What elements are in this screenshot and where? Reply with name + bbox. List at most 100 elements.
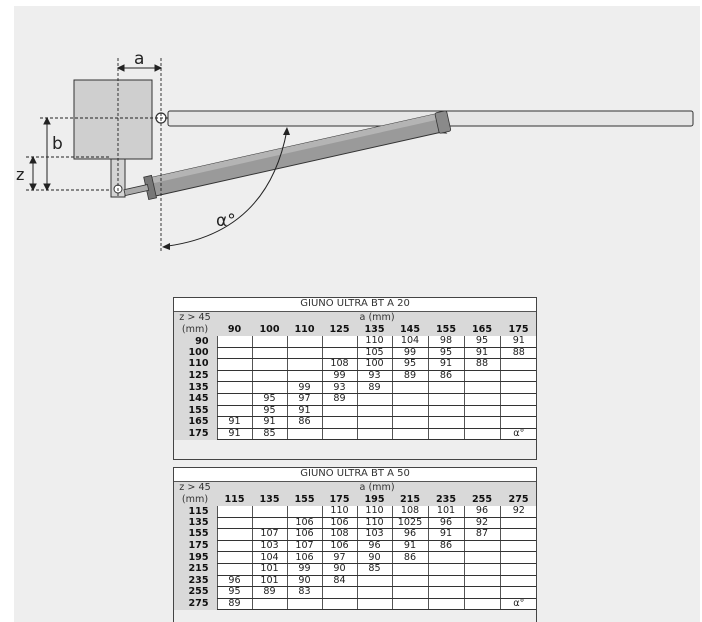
table-cell <box>499 586 538 599</box>
column-header: 115 <box>217 494 252 506</box>
table-cell <box>427 598 464 611</box>
table-cell <box>216 358 252 371</box>
unit-label: (mm) <box>173 494 217 506</box>
a-axis-label: a (mm) <box>217 481 538 494</box>
table-cell <box>463 405 500 418</box>
table-cell <box>321 428 357 441</box>
row-header: 215 <box>183 563 217 576</box>
table-cell <box>286 428 322 441</box>
table-cell: 90 <box>286 575 322 588</box>
table-cell <box>391 575 428 588</box>
table-cell <box>499 358 538 371</box>
table-cell <box>321 405 357 418</box>
table-cell <box>391 586 428 599</box>
table-cell: 103 <box>251 540 287 553</box>
table-cell <box>391 381 428 394</box>
table-cell: 91 <box>391 540 428 553</box>
column-header: 90 <box>217 324 252 336</box>
table-cell <box>286 336 322 348</box>
table-cell <box>251 506 287 518</box>
table-title: GIUNO ULTRA BT A 50 <box>173 467 538 482</box>
table-cell <box>499 551 538 564</box>
table-cell: 88 <box>499 347 538 360</box>
table-cell <box>216 528 252 541</box>
table-cell: 86 <box>286 416 322 429</box>
table-cell: 107 <box>286 540 322 553</box>
table-cell: 106 <box>286 551 322 564</box>
table-cell <box>463 563 500 576</box>
table-cell <box>463 381 500 394</box>
row-header: 255 <box>183 586 217 599</box>
dimension-a <box>116 64 163 72</box>
table-cell <box>356 575 392 588</box>
table-cell: 106 <box>286 528 322 541</box>
angle-arrow-bottom <box>162 243 170 250</box>
table-cell: 91 <box>216 428 252 441</box>
table-cell <box>463 575 500 588</box>
table-cell <box>216 336 252 348</box>
table-cell <box>321 336 357 348</box>
table-cell: 110 <box>356 336 392 348</box>
column-header: 195 <box>357 494 392 506</box>
table-cell <box>216 381 252 394</box>
table-cell <box>463 370 500 383</box>
table-cell <box>216 551 252 564</box>
row-header: 115 <box>183 506 217 518</box>
table-cell <box>286 506 322 518</box>
table-cell: 90 <box>356 551 392 564</box>
table-cell: 95 <box>391 358 428 371</box>
a-axis-label: a (mm) <box>217 311 538 324</box>
table-cell: 105 <box>356 347 392 360</box>
table-cell <box>499 405 538 418</box>
table-cell: 110 <box>321 506 357 518</box>
table-cell: 104 <box>391 336 428 348</box>
table-cell: 89 <box>321 393 357 406</box>
table-title: GIUNO ULTRA BT A 20 <box>173 297 538 312</box>
row-header: 135 <box>183 517 217 529</box>
b-axis-cell: b (mm) <box>173 336 183 440</box>
table-cell <box>463 598 500 611</box>
table-cell: 91 <box>427 528 464 541</box>
column-header: 215 <box>392 494 428 506</box>
table-cell <box>321 416 357 429</box>
table-cell <box>499 540 538 553</box>
table-cell <box>286 347 322 360</box>
row-header: 145 <box>183 393 217 406</box>
table-cell <box>499 517 538 530</box>
table-cell: 95 <box>427 347 464 360</box>
installation-diagram: a b z α° <box>16 49 694 252</box>
column-header: 125 <box>322 324 357 336</box>
table-cell: 93 <box>356 370 392 383</box>
table-cell: 101 <box>251 563 287 576</box>
table-cell <box>499 416 538 429</box>
table-cell: 83 <box>286 586 322 599</box>
row-header: 110 <box>183 358 217 371</box>
table-cell <box>216 347 252 360</box>
table-cell <box>356 393 392 406</box>
table-cell <box>499 381 538 394</box>
table-cell: 99 <box>391 347 428 360</box>
column-header: 135 <box>357 324 392 336</box>
table-cell: 84 <box>321 575 357 588</box>
table-cell: 99 <box>286 381 322 394</box>
table-cell <box>251 381 287 394</box>
table-cell: 89 <box>251 586 287 599</box>
angle-arrow-top <box>283 127 290 135</box>
table-cell: 104 <box>251 551 287 564</box>
table-cell: 106 <box>321 517 357 530</box>
table-cell: 95 <box>463 336 500 348</box>
table-cell: 91 <box>463 347 500 360</box>
column-header: 255 <box>464 494 500 506</box>
table-cell: 97 <box>321 551 357 564</box>
table-cell: 86 <box>427 370 464 383</box>
table-cell: 99 <box>286 563 322 576</box>
table-cell: 106 <box>286 517 322 530</box>
angle-arc <box>167 129 288 247</box>
b-axis-cell: b (mm) <box>173 506 183 610</box>
